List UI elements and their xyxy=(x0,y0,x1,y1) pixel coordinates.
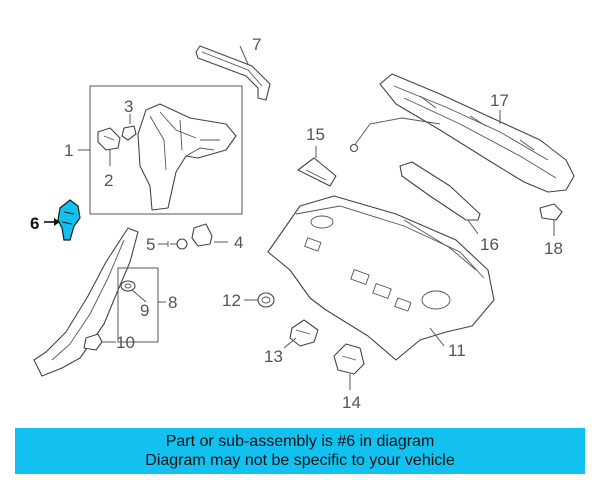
callout-9[interactable]: 9 xyxy=(140,301,149,320)
part-12-grommet xyxy=(257,292,275,308)
group-box-8 xyxy=(117,267,159,343)
part-3-clip xyxy=(121,125,137,141)
part-7-strip xyxy=(195,45,271,101)
part-4-bracket xyxy=(191,223,213,247)
part-5-screw xyxy=(167,238,188,250)
part-14-bracket xyxy=(333,343,365,375)
callout-8[interactable]: 8 xyxy=(168,293,177,312)
banner-line-2: Diagram may not be specific to your vehi… xyxy=(145,452,455,469)
callout-12[interactable]: 12 xyxy=(222,291,241,310)
pillar-trim-panel xyxy=(33,227,139,377)
callout-4[interactable]: 4 xyxy=(234,233,243,252)
callout-1[interactable]: 1 xyxy=(64,141,73,160)
part-9-grommet xyxy=(120,280,136,292)
part-13-pad xyxy=(289,319,319,347)
info-banner: Part or sub-assembly is #6 in diagram Di… xyxy=(15,428,585,474)
parts-diagram: 7 1 2 3 6 8 9 10 xyxy=(30,35,575,412)
part-2-clip xyxy=(97,127,121,151)
callout-3[interactable]: 3 xyxy=(124,97,133,116)
callout-18[interactable]: 18 xyxy=(544,239,563,258)
part-6-highlighted[interactable] xyxy=(57,199,81,241)
part-10-clip xyxy=(83,333,103,351)
callout-7[interactable]: 7 xyxy=(252,35,261,54)
part-16-trim-strip xyxy=(399,161,481,221)
banner-line-1: Part or sub-assembly is #6 in diagram xyxy=(165,433,435,450)
part-11-package-tray xyxy=(267,195,495,361)
quarter-trim-panel xyxy=(137,103,237,211)
part-15-cover xyxy=(297,157,337,187)
callout-2[interactable]: 2 xyxy=(104,171,113,190)
callout-13[interactable]: 13 xyxy=(264,347,283,366)
callout-17[interactable]: 17 xyxy=(490,91,509,110)
callout-10[interactable]: 10 xyxy=(116,333,135,352)
part-17-cover xyxy=(349,73,575,193)
callout-11[interactable]: 11 xyxy=(448,341,466,360)
callout-14[interactable]: 14 xyxy=(342,393,361,412)
callout-16[interactable]: 16 xyxy=(480,235,499,254)
callout-15[interactable]: 15 xyxy=(306,125,325,144)
part-18-clip xyxy=(539,203,563,221)
callout-5[interactable]: 5 xyxy=(146,235,155,254)
callout-6[interactable]: 6 xyxy=(30,214,39,233)
